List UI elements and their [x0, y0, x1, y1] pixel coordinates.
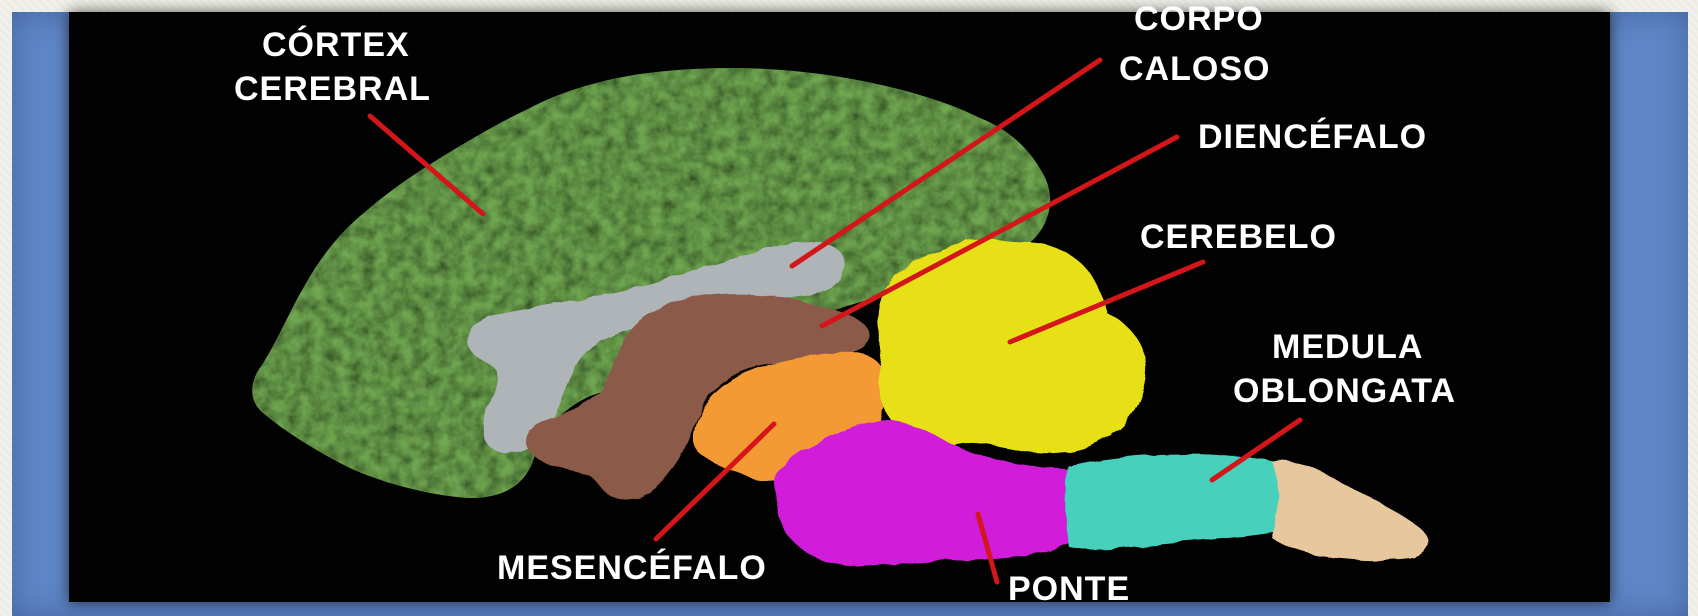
label-mesencefalo: MESENCÉFALO: [497, 549, 767, 587]
label-medula-line2: OBLONGATA: [1233, 372, 1456, 410]
label-diencefalo: DIENCÉFALO: [1198, 118, 1427, 156]
spinal-cord-region: [1272, 461, 1428, 560]
cerebelo-region: [878, 239, 1146, 453]
medula-region: [1065, 454, 1282, 550]
label-corpo-caloso-line1: CORPO: [1134, 0, 1264, 38]
label-cortex-line2: CEREBRAL: [234, 70, 431, 108]
label-medula-line1: MEDULA: [1272, 328, 1423, 366]
label-cerebelo: CEREBELO: [1140, 218, 1337, 256]
label-cortex-line1: CÓRTEX: [262, 26, 410, 64]
label-corpo-caloso-line2: CALOSO: [1119, 50, 1270, 88]
label-ponte: PONTE: [1008, 570, 1130, 608]
